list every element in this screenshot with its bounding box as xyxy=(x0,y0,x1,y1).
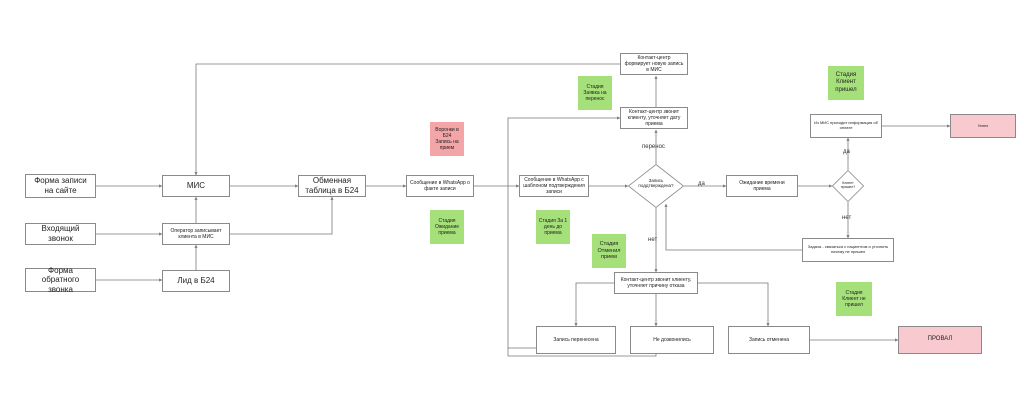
sticky-stage-waiting: Стадия Ожидание приема xyxy=(430,210,464,244)
edge-rescheduled-loop xyxy=(507,116,621,349)
node-operator-records: Оператор записывает клиента в МИС xyxy=(162,223,230,245)
node-exchange-table: Обменная таблица в Б24 xyxy=(298,175,366,197)
sticky-stage-client-not-came: Стадия Клиент не пришел xyxy=(836,282,872,316)
edge-reason-split-right xyxy=(698,282,770,327)
node-contact-center-reason: Контакт-центр звонит клиенту, уточняет п… xyxy=(614,272,698,294)
sticky-funnel-b24: Воронки в Б24 Запись на прием xyxy=(430,122,464,156)
node-not-reached: Не дозвонились xyxy=(630,326,714,354)
sticky-stage-cancelled: Стадия Отменил прием xyxy=(592,234,626,268)
sticky-stage-day-before: Стадия За 1 день до приема xyxy=(536,210,570,244)
edge-label-yes-2: да xyxy=(843,149,850,155)
edge-operator-to-exchange xyxy=(230,196,334,235)
node-cancelled: Запись отменена xyxy=(728,326,810,354)
node-incoming-call: Входящий звонок xyxy=(25,223,96,245)
edge-new-record-to-mis xyxy=(194,63,620,176)
node-task-call: Задача - связаться с пациентом и уточнит… xyxy=(802,238,894,262)
edge-label-no-2: нет xyxy=(842,215,852,221)
node-contact-center-new: Контакт-центр формирует новую запись в М… xyxy=(620,53,688,75)
sticky-stage-client-came: Стадия Клиент пришел xyxy=(828,66,864,100)
node-waiting-time: Ожидание времени приема xyxy=(726,175,798,197)
node-fail: ПРОВАЛ xyxy=(898,326,982,354)
edge-reason-split-left xyxy=(574,282,614,327)
node-form-site: Форма записи на сайте xyxy=(25,174,96,198)
node-mis: МИС xyxy=(162,175,230,197)
node-whatsapp-template: Сообщение в WhatsApp с шаблоном подтверж… xyxy=(519,175,589,197)
node-success: Успех xyxy=(950,114,1016,138)
edge-task-to-decision xyxy=(664,203,802,251)
node-whatsapp-fact: Сообщение в WhatsApp о факте записи xyxy=(406,175,474,197)
sticky-stage-transfer-request: Стадия Заявка на перенос xyxy=(578,76,612,110)
node-mis-info: Из МИС приходит информация об оплате xyxy=(810,114,882,138)
node-callback-form: Форма обратного звонка xyxy=(25,266,96,294)
edge-label-yes-1: да xyxy=(698,181,705,187)
decision-diamond-confirmed xyxy=(628,164,684,208)
edge-label-transfer: перенос xyxy=(642,144,665,150)
node-contact-center-date: Контакт-центр звонит клиенту, уточняет д… xyxy=(620,107,688,129)
edge-not-reached-loop xyxy=(507,348,657,357)
decision-came-label: Клиент пришел? xyxy=(840,181,856,190)
decision-confirmed-label: Запись поддтверждена? xyxy=(638,178,674,189)
edge-label-no-1: нет xyxy=(648,237,658,243)
node-lead-b24: Лид в Б24 xyxy=(162,270,230,292)
node-rescheduled: Запись перенесена xyxy=(536,326,616,354)
decision-diamond-came xyxy=(832,170,864,202)
